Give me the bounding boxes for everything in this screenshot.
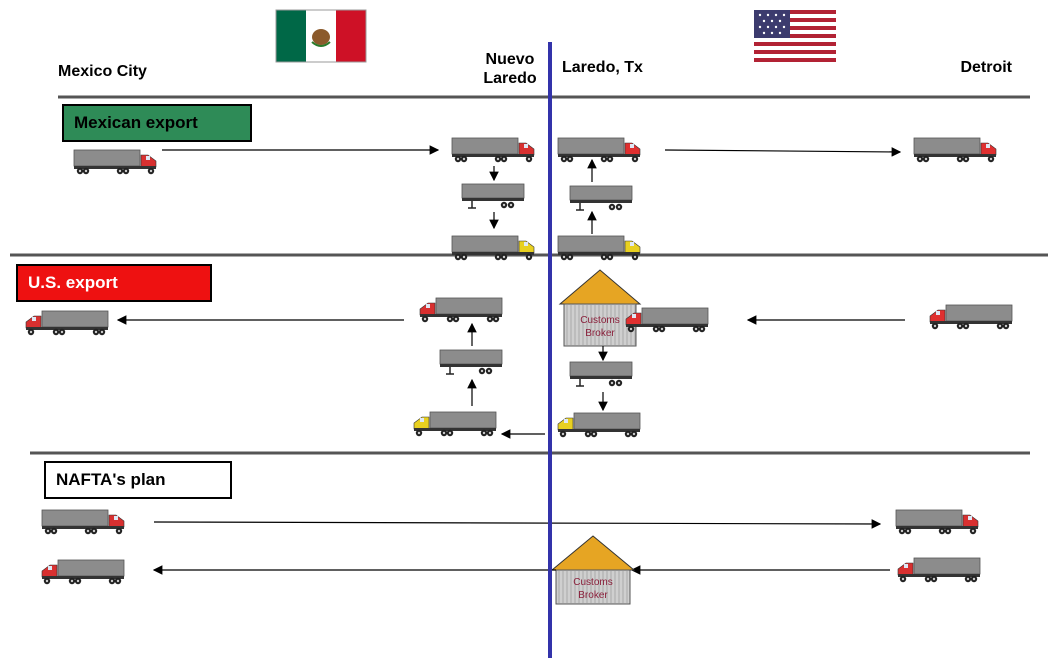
city-mexico-city: Mexico City xyxy=(58,63,147,80)
section-label-us-export: U.S. export xyxy=(16,264,212,302)
truck-icon-mex-export-origin xyxy=(73,149,157,175)
truck-icon-us-export-mexico-city xyxy=(25,310,109,336)
city-nuevo-laredo: Nuevo Laredo xyxy=(470,50,550,88)
customs-broker-building-icon-us-export-label-line1: Customs xyxy=(580,315,619,326)
customs-broker-building-icon-us-export-label-line2: Broker xyxy=(585,328,615,339)
truck-icon-us-export-laredo xyxy=(625,307,709,333)
truck-icon-nafta-southbound-origin xyxy=(41,509,125,535)
truck-icon-mex-export-laredo xyxy=(557,137,641,163)
trailer-icon-mex-export-drop xyxy=(461,183,525,209)
customs-broker-building-icon-nafta-label-line2: Broker xyxy=(578,590,608,601)
truck-icon-mex-export-detroit xyxy=(913,137,997,163)
arrow-icon-mex-export-to-detroit xyxy=(664,147,902,157)
truck-icon-mex-export-laredo-drayage xyxy=(557,235,641,261)
city-laredo-tx: Laredo, Tx xyxy=(562,59,643,76)
mexico-flag-icon xyxy=(275,9,367,63)
truck-icon-us-export-nuevo-laredo xyxy=(419,297,503,323)
section-label-mexican-export: Mexican export xyxy=(62,104,252,142)
truck-icon-nafta-mexico-city-arrival xyxy=(41,559,125,585)
city-nuevo-laredo-line2: Laredo xyxy=(483,70,537,87)
section-label-naftas-plan: NAFTA's plan xyxy=(44,461,232,499)
truck-icon-mex-export-drayage xyxy=(451,235,535,261)
truck-icon-us-export-laredo-drayage xyxy=(557,412,641,438)
city-nuevo-laredo-line1: Nuevo xyxy=(485,51,535,68)
city-detroit: Detroit xyxy=(960,59,1012,76)
customs-broker-building-icon-nafta-label-line1: Customs xyxy=(573,577,612,588)
truck-icon-us-export-detroit xyxy=(929,304,1013,330)
truck-icon-nafta-detroit-arrival xyxy=(895,509,979,535)
arrow-icon-nafta-northbound xyxy=(153,519,882,529)
trailer-icon-us-export-drop xyxy=(569,361,633,387)
trailer-icon-mex-export-pickup xyxy=(569,185,633,211)
truck-icon-nafta-detroit-departure xyxy=(897,557,981,583)
trailer-icon-us-export-pickup xyxy=(439,349,503,375)
usa-flag-icon xyxy=(754,10,836,62)
truck-icon-mex-export-nuevo-laredo xyxy=(451,137,535,163)
truck-icon-us-export-nuevo-laredo-drayage xyxy=(413,411,497,437)
